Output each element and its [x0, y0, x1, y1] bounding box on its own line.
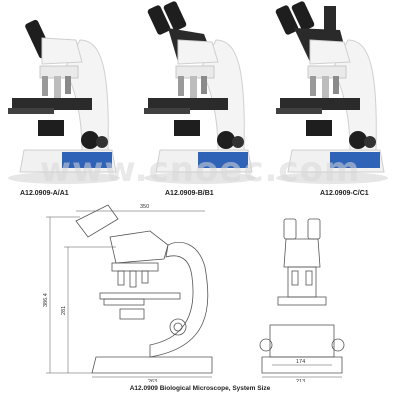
system-size-caption: A12.0909 Biological Microscope, System S…: [129, 385, 271, 392]
dimension-width-top: 350: [140, 204, 149, 210]
microscope-photo-monocular: [8, 19, 120, 184]
product-model-label: A12.0909-B/B1: [165, 190, 214, 197]
microscope-photo-binocular: [144, 1, 256, 184]
dimension-front-outer-width: 213: [296, 379, 305, 382]
watermark: www.cnoec.com: [39, 150, 361, 190]
product-model-label: A12.0909-C/C1: [320, 190, 369, 197]
product-model-label: A12.0909-A/A1: [20, 190, 69, 197]
dimension-total-height: 386.4: [43, 293, 49, 307]
dimension-arm-height: 281: [61, 306, 67, 315]
dimension-base-depth: 263: [148, 379, 157, 382]
front-view-outline: [259, 218, 345, 374]
side-view-outline: [75, 204, 213, 374]
system-size-drawing: 350 386.4 281 263 174 213: [43, 204, 345, 382]
dimension-front-inner-width: 174: [296, 359, 305, 365]
microscope-photo-trinocular: [275, 1, 388, 184]
